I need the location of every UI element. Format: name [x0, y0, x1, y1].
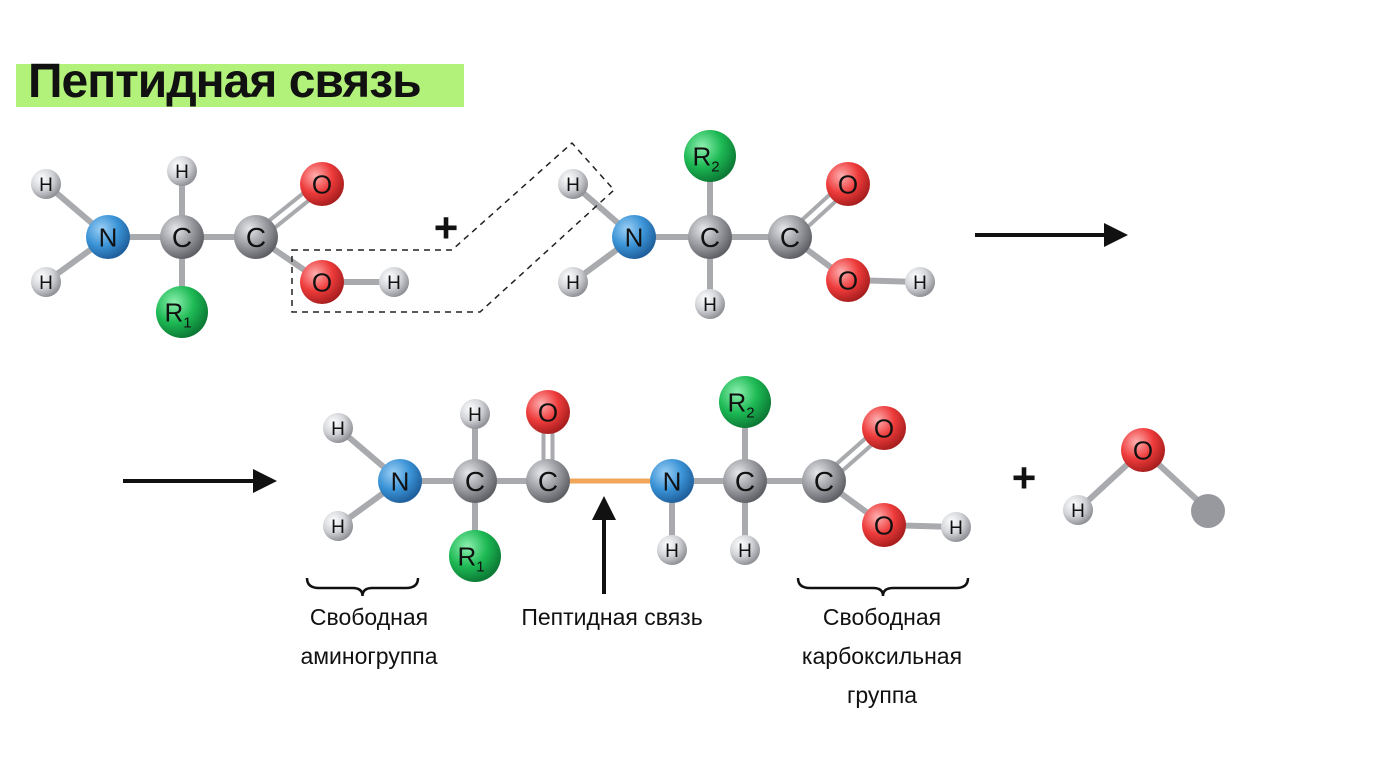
dp-carboxyl-carbon-symbol: C [814, 466, 834, 497]
m1-alpha-carbon: C [160, 215, 204, 259]
m2-nitrogen-symbol: N [625, 222, 644, 252]
title-highlight [16, 64, 464, 107]
dp-h-alpha-1: H [460, 399, 490, 429]
dp-carbonyl-carbon: C [526, 459, 570, 503]
m2-alpha-carbon-symbol: C [700, 222, 720, 253]
m2-h-n1-symbol: H [566, 175, 580, 196]
carboxyl-group-brace [796, 577, 970, 597]
dp-nitrogen-2-symbol: N [663, 466, 682, 496]
m1-h-n1-symbol: H [39, 175, 53, 196]
m1-h-hydroxyl-symbol: H [387, 273, 401, 294]
m1-nitrogen-symbol: N [99, 222, 118, 252]
dp-alpha-carbon-2-symbol: C [735, 466, 755, 497]
m2-h-hydroxyl: H [905, 267, 935, 297]
dp-nitrogen-1: N [378, 459, 422, 503]
carboxyl-label-line2: карбоксильная [801, 643, 963, 669]
dp-radical-r1: R1 [449, 530, 501, 582]
m1-oxygen-double: O [300, 162, 344, 206]
dp-oxygen-hydroxyl-symbol: O [874, 510, 894, 540]
dp-h-n1-symbol: H [331, 419, 345, 440]
dp-alpha-carbon-1: C [453, 459, 497, 503]
m2-nitrogen: N [612, 215, 656, 259]
m2-carboxyl-carbon: C [768, 215, 812, 259]
reaction-arrow-1-head [1104, 223, 1128, 247]
peptide-bond-label: Пептидная связь [521, 604, 703, 630]
dp-h-alpha-2: H [730, 535, 760, 565]
m2-alpha-carbon: C [688, 215, 732, 259]
water-elimination-outline [291, 141, 616, 313]
free-amino-group-label: Свободная аминогруппа [262, 598, 476, 676]
amino-group-brace [305, 577, 420, 597]
dp-nitrogen-1-symbol: N [391, 466, 410, 496]
m1-alpha-carbon-symbol: C [172, 222, 192, 253]
dp-h-n-amide-symbol: H [665, 541, 679, 562]
dp-h-n2: H [323, 511, 353, 541]
free-carboxyl-group-label: Свободная карбоксильная группа [770, 598, 994, 715]
m2-h-n2-symbol: H [566, 273, 580, 294]
dp-h-hydroxyl-symbol: H [949, 518, 963, 539]
amino-label-line2: аминогруппа [300, 643, 438, 669]
dp-oxygen-double-symbol: O [874, 413, 894, 443]
m1-nitrogen: N [86, 215, 130, 259]
dp-oxygen-hydroxyl: O [862, 503, 906, 547]
m2-h-alpha: H [695, 289, 725, 319]
dp-h-hydroxyl: H [941, 512, 971, 542]
m2-h-alpha-symbol: H [703, 295, 717, 316]
dp-oxygen-carbonyl: O [526, 390, 570, 434]
plus-sign-2: + [1012, 454, 1037, 501]
m1-h-n1: H [31, 169, 61, 199]
dp-carboxyl-carbon: C [802, 459, 846, 503]
water-oxygen: O [1121, 428, 1165, 472]
m1-h-n2: H [31, 267, 61, 297]
page-title: Пептидная связь [28, 55, 422, 108]
plus-sign-1: + [434, 204, 459, 251]
m2-oxygen-hydroxyl: O [826, 258, 870, 302]
dp-h-alpha-2-symbol: H [738, 541, 752, 562]
m1-radical-r1: R1 [156, 286, 208, 338]
water-oxygen-symbol: O [1133, 435, 1153, 465]
peptide-pointer-head [592, 496, 616, 520]
reaction-arrow-2-head [253, 469, 277, 493]
m1-oxygen-double-symbol: O [312, 169, 332, 199]
water-hydrogen-2 [1191, 494, 1225, 528]
dp-h-n2-symbol: H [331, 517, 345, 538]
m1-carboxyl-carbon-symbol: C [246, 222, 266, 253]
dp-carbonyl-carbon-symbol: C [538, 466, 558, 497]
dp-nitrogen-2: N [650, 459, 694, 503]
dp-h-n1: H [323, 413, 353, 443]
amino-label-line1: Свободная [309, 604, 429, 630]
m2-radical-r2: R2 [684, 130, 736, 182]
m1-h-alpha-symbol: H [175, 162, 189, 183]
m2-carboxyl-carbon-symbol: C [780, 222, 800, 253]
m2-h-hydroxyl-symbol: H [913, 273, 927, 294]
m1-h-n2-symbol: H [39, 273, 53, 294]
dp-h-alpha-1-symbol: H [468, 405, 482, 426]
m2-h-n2: H [558, 267, 588, 297]
dp-alpha-carbon-2: C [723, 459, 767, 503]
m1-h-hydroxyl: H [379, 267, 409, 297]
m2-h-n1: H [558, 169, 588, 199]
m1-oxygen-hydroxyl-symbol: O [312, 267, 332, 297]
m2-oxygen-double-symbol: O [838, 169, 858, 199]
carboxyl-label-line3: группа [846, 682, 918, 708]
m2-oxygen-double: O [826, 162, 870, 206]
m1-carboxyl-carbon: C [234, 215, 278, 259]
dp-alpha-carbon-1-symbol: C [465, 466, 485, 497]
m2-oxygen-hydroxyl-symbol: O [838, 265, 858, 295]
dp-oxygen-carbonyl-symbol: O [538, 397, 558, 427]
m1-h-alpha: H [167, 156, 197, 186]
dp-h-n-amide: H [657, 535, 687, 565]
water-hydrogen-1-symbol: H [1071, 501, 1085, 522]
carboxyl-label-line1: Свободная [822, 604, 942, 630]
m1-oxygen-hydroxyl: O [300, 260, 344, 304]
dp-oxygen-double: O [862, 406, 906, 450]
water-hydrogen-1: H [1063, 495, 1093, 525]
dp-radical-r2: R2 [719, 376, 771, 428]
